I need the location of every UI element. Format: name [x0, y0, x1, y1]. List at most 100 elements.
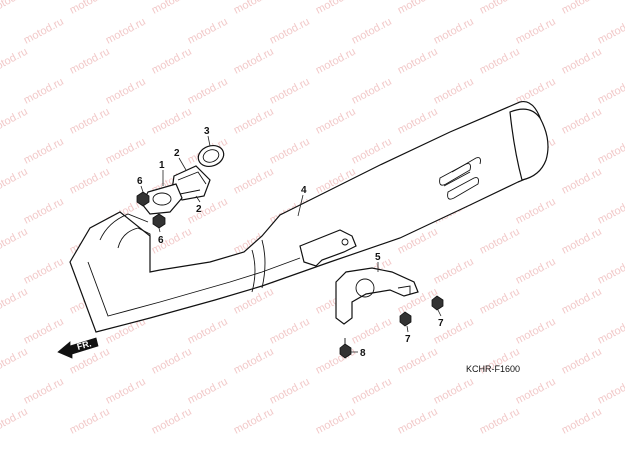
- watermark-text: motod.ru: [150, 406, 194, 437]
- leader-lines: [140, 135, 442, 353]
- watermark-text: motod.ru: [478, 0, 522, 17]
- callout-labels: 1 2 2 3 4 5 6 6 7 7 8: [137, 126, 444, 359]
- watermark-text: motod.ru: [150, 346, 194, 377]
- muffler-assembly: [69, 100, 549, 333]
- watermark-text: motod.ru: [596, 256, 625, 287]
- watermark-text: motod.ru: [0, 286, 30, 317]
- watermark-text: motod.ru: [314, 0, 358, 17]
- watermark-text: motod.ru: [478, 406, 522, 437]
- muffler-end-cap: [509, 108, 549, 181]
- watermark-text: motod.ru: [22, 316, 66, 347]
- watermark-text: motod.ru: [396, 0, 440, 17]
- watermark-text: motod.ru: [104, 76, 148, 107]
- watermark-text: motod.ru: [0, 166, 30, 197]
- watermark-text: motod.ru: [478, 226, 522, 257]
- watermark-text: motod.ru: [268, 76, 312, 107]
- watermark-text: motod.ru: [186, 16, 230, 47]
- callout-part-1: 1: [159, 160, 165, 171]
- watermark-text: motod.ru: [560, 286, 604, 317]
- watermark-text: motod.ru: [314, 106, 358, 137]
- watermark-text: motod.ru: [314, 406, 358, 437]
- header-pipe-inner: [117, 227, 151, 270]
- watermark-text: motod.ru: [268, 316, 312, 347]
- watermark-text: motod.ru: [514, 316, 558, 347]
- watermark-text: motod.ru: [0, 406, 30, 437]
- watermark-text: motod.ru: [514, 376, 558, 407]
- watermark-text: motod.ru: [396, 46, 440, 77]
- watermark-text: motod.ru: [350, 76, 394, 107]
- watermark-text: motod.ru: [22, 196, 66, 227]
- watermark-text: motod.ru: [0, 346, 30, 377]
- watermark-text: motod.ru: [350, 316, 394, 347]
- watermark-text: motod.ru: [150, 106, 194, 137]
- watermark-text: motod.ru: [150, 46, 194, 77]
- callout-part-3: 3: [204, 126, 210, 137]
- watermark-text: motod.ru: [478, 46, 522, 77]
- watermark-text: motod.ru: [396, 346, 440, 377]
- watermark-text: motod.ru: [232, 106, 276, 137]
- front-label: FR.: [76, 338, 93, 352]
- watermark-text: motod.ru: [104, 16, 148, 47]
- callout-part-2-upper: 2: [174, 148, 180, 159]
- watermark-text: motod.ru: [596, 76, 625, 107]
- watermark-text: motod.ru: [232, 406, 276, 437]
- front-direction-arrow: FR.: [57, 337, 99, 359]
- watermark-text: motod.ru: [514, 196, 558, 227]
- watermark-text: motod.ru: [314, 46, 358, 77]
- watermark-text: motod.ru: [186, 196, 230, 227]
- watermark-text: motod.ru: [232, 46, 276, 77]
- watermark-text: motod.ru: [514, 256, 558, 287]
- watermark-text: motod.ru: [150, 226, 194, 257]
- watermark-text: motod.ru: [104, 136, 148, 167]
- watermark-text: motod.ru: [268, 16, 312, 47]
- stay-bolt: [339, 338, 352, 359]
- header-pipe-bend: [99, 213, 149, 241]
- watermark-text: motod.ru: [22, 76, 66, 107]
- watermark-text: motod.ru: [432, 376, 476, 407]
- watermark-text: motod.ru: [560, 406, 604, 437]
- watermark-text: motod.ru: [560, 226, 604, 257]
- exhaust-pipe-inner-line: [87, 257, 301, 317]
- callout-part-7-left: 7: [405, 334, 411, 345]
- watermark-text: motod.ru: [186, 76, 230, 107]
- watermark-text: motod.ru: [0, 46, 30, 77]
- heat-guard-slots: [439, 157, 481, 200]
- watermark-text: motod.ru: [150, 0, 194, 17]
- watermark-text: motod.ru: [396, 406, 440, 437]
- watermark-text: motod.ru: [396, 106, 440, 137]
- watermark-text: motod.ru: [514, 16, 558, 47]
- watermark-text: motod.ru: [560, 166, 604, 197]
- watermark-text: motod.ru: [68, 46, 112, 77]
- callout-part-6-upper: 6: [137, 176, 143, 187]
- watermark-text: motod.ru: [0, 0, 30, 17]
- callout-part-2-lower: 2: [196, 204, 202, 215]
- exhaust-gasket: [197, 145, 225, 167]
- watermark-text: motod.ru: [68, 106, 112, 137]
- callout-part-7-right: 7: [438, 318, 444, 329]
- watermark-text: motod.ru: [268, 136, 312, 167]
- watermark-text: motod.ru: [68, 0, 112, 17]
- muffler-mount-bracket: [299, 229, 357, 267]
- watermark-text: motod.ru: [596, 16, 625, 47]
- mount-hole: [341, 238, 349, 246]
- stay-nut-right: [431, 295, 444, 311]
- watermark-text: motod.ru: [68, 166, 112, 197]
- watermark-text: motod.ru: [432, 76, 476, 107]
- watermark-text: motod.ru: [186, 316, 230, 347]
- callout-part-4: 4: [301, 185, 307, 196]
- callout-part-6-lower: 6: [158, 235, 164, 246]
- flange-nut-lower: [152, 213, 166, 229]
- watermark-text: motod.ru: [232, 0, 276, 17]
- figure-code: KCHR-F1600: [466, 364, 520, 374]
- watermark-text: motod.ru: [596, 376, 625, 407]
- watermark-text: motod.ru: [22, 16, 66, 47]
- stay-nut-left: [399, 311, 412, 327]
- watermark-text: motod.ru: [0, 226, 30, 257]
- watermark-text: motod.ru: [596, 136, 625, 167]
- watermark-text: motod.ru: [104, 376, 148, 407]
- muffler-joint-2: [251, 249, 256, 293]
- callout-part-5: 5: [375, 252, 381, 263]
- watermark-text: motod.ru: [186, 376, 230, 407]
- watermark-text: motod.ru: [350, 16, 394, 47]
